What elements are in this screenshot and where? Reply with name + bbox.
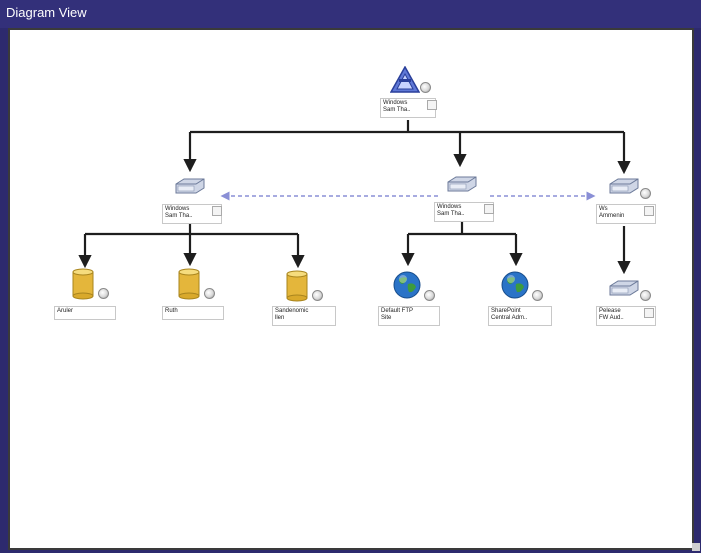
node-website-2[interactable]: SharePoint Central Adm.. [486, 266, 558, 328]
connector-left-children [78, 222, 305, 269]
node-label: Ruth [162, 306, 224, 320]
status-check-icon [424, 290, 435, 301]
node-server-bottom[interactable]: Pelease FW Aud.. [594, 272, 666, 334]
expand-toggle-icon[interactable] [427, 100, 437, 110]
title-bar[interactable]: Diagram View [0, 0, 701, 28]
globe-icon [501, 271, 529, 299]
status-check-icon [204, 288, 215, 299]
status-check-icon [640, 290, 651, 301]
server-icon [609, 280, 639, 296]
node-label: Pelease FW Aud.. [596, 306, 656, 326]
window-title: Diagram View [6, 5, 87, 20]
database-icon [286, 270, 308, 302]
node-label: Aruler [54, 306, 116, 320]
diagram-canvas [10, 30, 692, 548]
status-check-icon [312, 290, 323, 301]
node-label: Windows Sam Tha.. [434, 202, 494, 222]
node-root-farm[interactable]: Windows Sam Tha.. [378, 62, 448, 122]
status-check-icon [532, 290, 543, 301]
globe-icon [393, 271, 421, 299]
node-database-2[interactable]: Ruth [160, 266, 230, 324]
database-icon [178, 268, 200, 300]
status-check-icon [420, 82, 431, 93]
node-label: SharePoint Central Adm.. [488, 306, 552, 326]
node-label: Windows Sam Tha.. [162, 204, 222, 224]
server-icon [609, 178, 639, 194]
connector-root-children [183, 120, 631, 175]
node-label: Sandenomic llen [272, 306, 336, 326]
expand-toggle-icon[interactable] [644, 308, 654, 318]
node-database-1[interactable]: Aruler [52, 266, 122, 324]
node-server-right[interactable]: Ws Ammenin [594, 170, 666, 228]
node-server-middle[interactable]: Windows Sam Tha.. [432, 168, 504, 226]
node-website-1[interactable]: Default FTP Site [376, 266, 448, 328]
connector-middle-children [401, 222, 523, 267]
expand-toggle-icon[interactable] [484, 204, 494, 214]
node-server-left[interactable]: Windows Sam Tha.. [160, 170, 232, 228]
node-database-3[interactable]: Sandenomic llen [270, 268, 342, 330]
server-icon [447, 176, 477, 192]
farm-triangle-icon [390, 66, 420, 93]
server-icon [175, 178, 205, 194]
status-check-icon [98, 288, 109, 299]
node-label: Default FTP Site [378, 306, 440, 326]
expand-toggle-icon[interactable] [644, 206, 654, 216]
expand-toggle-icon[interactable] [212, 206, 222, 216]
database-icon [72, 268, 94, 300]
status-check-icon [640, 188, 651, 199]
resize-grip-icon[interactable] [692, 543, 700, 551]
node-label: Ws Ammenin [596, 204, 656, 224]
